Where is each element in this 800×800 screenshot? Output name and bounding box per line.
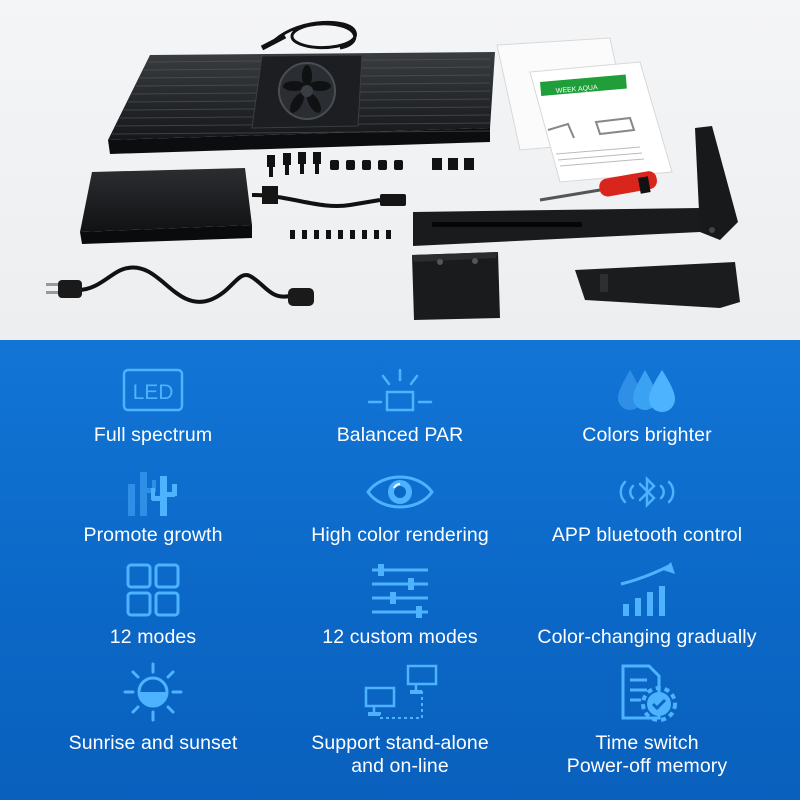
feature-label: Balanced PAR [336,424,464,446]
feature-label-line1: Support stand-alone [311,732,489,754]
document-gear-icon [514,662,780,722]
feature-label-multiline: Time switch Power-off memory [514,732,780,778]
manual-brand-text: WEEK AQUA [556,84,599,95]
bluetooth-signal-icon [514,466,780,526]
bracket-clamp [575,262,740,308]
features-panel: LED Full spectrum Balanced PAR [0,340,800,800]
feature-label: APP bluetooth control [551,524,743,546]
feature-label-line2: and on-line [351,755,449,777]
led-icon: LED [20,366,286,426]
rising-bars-icon [514,562,780,622]
small-screws [290,230,391,239]
sliders-icon [267,562,533,622]
mounting-screws [267,152,474,177]
feature-label: Colors brighter [582,424,712,446]
feature-label: Promote growth [83,524,223,546]
feature-label-line2: Power-off memory [566,755,728,777]
lamp-cable-coil [260,20,357,51]
feature-label: Sunrise and sunset [68,732,238,754]
feature-label: Color-changing gradually [537,626,757,648]
product-kit-illustration: WEEK AQUA [46,20,740,320]
led-lamp-body [108,52,495,154]
feature-label: 12 modes [109,626,197,648]
power-adapter [80,168,406,244]
water-drops-icon [514,366,780,426]
mounting-bracket [413,126,738,246]
grid-squares-icon [20,562,286,622]
eye-icon [267,466,533,526]
feature-label: Full spectrum [93,424,213,446]
screwdriver [539,171,657,202]
led-icon-text: LED [133,381,174,404]
feature-label-line1: Time switch [595,732,699,754]
feature-label: High color rendering [311,524,489,546]
user-manuals: WEEK AQUA [496,37,673,183]
light-bulb-rays-icon [267,366,533,426]
bracket-base-block [412,252,500,320]
aquatic-plant-icon [20,466,286,526]
network-computers-icon [267,662,533,722]
feature-label-multiline: Support stand-alone and on-line [267,732,533,778]
sun-half-icon [20,662,286,722]
feature-label: 12 custom modes [322,626,478,648]
product-photo: WEEK AQUA [0,0,800,340]
ac-power-cord [46,265,314,306]
